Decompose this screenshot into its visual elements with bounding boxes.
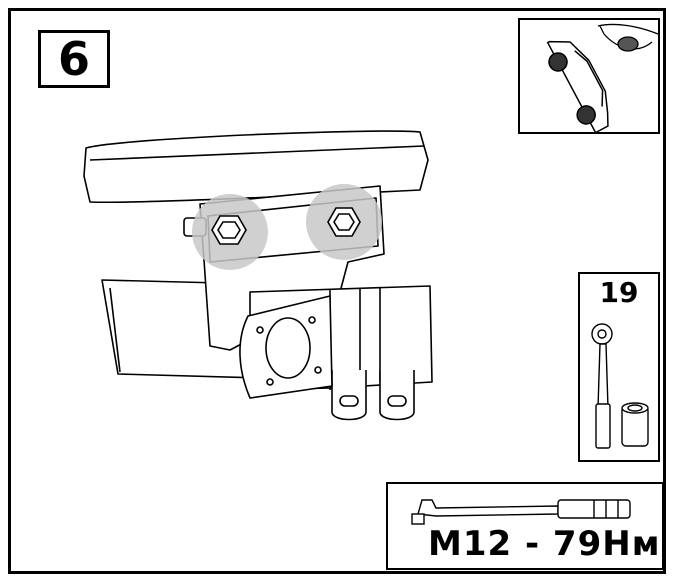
torque-spec-inset: M12 - 79Нм [386,482,664,570]
torque-spec: M12 - 79Нм [428,524,661,564]
car-location-inset [518,18,660,134]
torque-wrench-icon [411,499,631,525]
step-number-box: 6 [38,30,110,88]
tool-inset: 19 [578,272,660,462]
socket-wrench-icon [591,323,649,449]
tool-size: 19 [599,276,639,309]
step-number: 6 [57,32,90,86]
tow-bar-bracket-drawing [83,130,433,421]
car-underside-icon [546,23,658,132]
